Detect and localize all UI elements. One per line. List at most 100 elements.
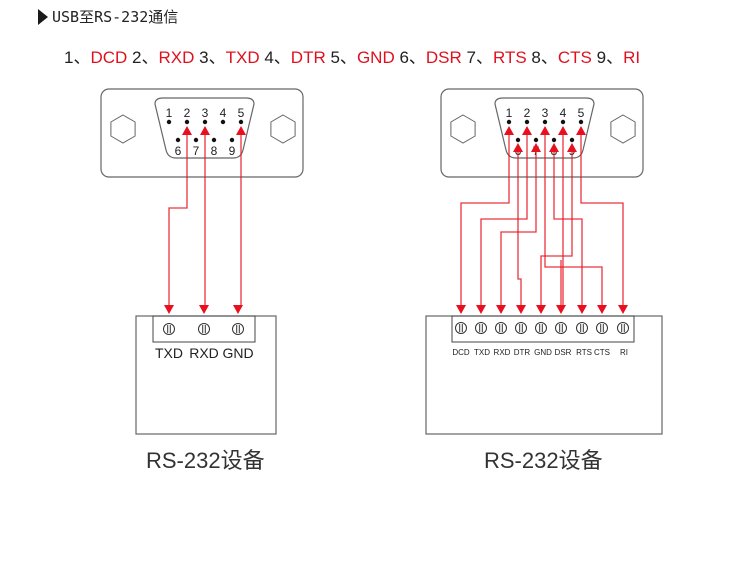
pin-number: 2、 bbox=[132, 48, 159, 67]
right-db9-pin-7 bbox=[533, 137, 539, 143]
left-db9-pin-8 bbox=[211, 137, 217, 143]
right-db9-pin-4 bbox=[560, 119, 566, 125]
right-terminal-label-ri: RI bbox=[620, 348, 628, 357]
right-terminal-screw-rxd bbox=[495, 322, 507, 334]
right-db9-pin-3 bbox=[542, 119, 548, 125]
right-wire-pin6-dtr bbox=[517, 150, 522, 305]
right-arrow-up-pin5 bbox=[576, 126, 586, 135]
heading-text: USB至RS-232通信 bbox=[52, 8, 179, 26]
right-wire-pin1-dcd bbox=[460, 132, 510, 305]
pin-number: 5、 bbox=[330, 48, 357, 67]
right-arrow-up-pin2 bbox=[522, 126, 532, 135]
right-arrow-up-pin8 bbox=[549, 143, 559, 152]
right-wire-pin8-rts bbox=[553, 150, 583, 305]
left-db9-pin-5 bbox=[238, 119, 244, 125]
right-terminal-block bbox=[451, 315, 635, 343]
pin-number: 3、 bbox=[199, 48, 226, 67]
right-terminal-label-txd: TXD bbox=[474, 348, 490, 357]
right-db9-left-screw-icon bbox=[450, 114, 476, 144]
left-db9-pin-label-2: 2 bbox=[184, 106, 191, 120]
section-heading: USB至RS-232通信 bbox=[38, 6, 178, 27]
right-terminal-label-dcd: DCD bbox=[452, 348, 470, 357]
right-terminal-label-rts: RTS bbox=[576, 348, 592, 357]
right-arrow-down-dcd bbox=[456, 305, 466, 314]
left-wire-pin2-txd bbox=[168, 132, 188, 306]
right-db9-pin-6 bbox=[515, 137, 521, 143]
left-arrow-up-pin5 bbox=[236, 126, 246, 135]
right-terminal-label-gnd: GND bbox=[534, 348, 552, 357]
pin-signal: DCD bbox=[90, 48, 133, 67]
right-terminal-label-rxd: RXD bbox=[494, 348, 511, 357]
right-db9-pin-label-3: 3 bbox=[542, 106, 549, 120]
right-terminal-screw-gnd bbox=[535, 322, 547, 334]
left-db9-pin-label-9: 9 bbox=[229, 144, 236, 158]
right-db9-d-sub-face bbox=[494, 97, 595, 159]
left-db9-pin-label-8: 8 bbox=[211, 144, 218, 158]
pin-signal: GND bbox=[356, 48, 400, 67]
right-db9-pin-9 bbox=[569, 137, 575, 143]
right-terminal-screw-dtr bbox=[515, 322, 527, 334]
right-arrow-down-rts bbox=[577, 305, 587, 314]
left-terminal-block bbox=[152, 315, 256, 343]
right-db9-pin-label-4: 4 bbox=[560, 106, 567, 120]
right-arrow-up-pin9 bbox=[567, 143, 577, 152]
right-arrow-down-txd bbox=[476, 305, 486, 314]
left-db9-pin-label-1: 1 bbox=[166, 106, 173, 120]
right-arrow-up-pin7 bbox=[531, 143, 541, 152]
left-db9-pin-6 bbox=[175, 137, 181, 143]
pin-number: 9、 bbox=[596, 48, 624, 67]
right-db9-pin-label-5: 5 bbox=[578, 106, 585, 120]
left-terminal-screw-txd bbox=[163, 323, 175, 335]
pin-signal: TXD bbox=[225, 48, 265, 67]
left-db9-pin-label-6: 6 bbox=[175, 144, 182, 158]
right-device-caption: RS-232设备 bbox=[484, 448, 603, 473]
right-arrow-down-dsr bbox=[556, 305, 566, 314]
right-arrow-down-rxd bbox=[496, 305, 506, 314]
left-arrow-down-rxd bbox=[199, 305, 209, 314]
left-terminal-screw-gnd bbox=[232, 323, 244, 335]
right-terminal-label-dtr: DTR bbox=[514, 348, 531, 357]
right-terminal-label-dsr: DSR bbox=[555, 348, 572, 357]
right-terminal-screw-rts bbox=[576, 322, 588, 334]
right-arrow-up-pin6 bbox=[513, 143, 523, 152]
right-db9-right-screw-icon bbox=[610, 114, 636, 144]
right-arrow-down-cts bbox=[597, 305, 607, 314]
left-arrow-up-pin2 bbox=[182, 126, 192, 135]
left-arrow-down-txd bbox=[164, 305, 174, 314]
right-terminal-label-cts: CTS bbox=[594, 348, 610, 357]
right-db9-pin-1 bbox=[506, 119, 512, 125]
right-db9-pin-label-1: 1 bbox=[506, 106, 513, 120]
pin-number: 8、 bbox=[531, 48, 558, 67]
right-wire-pin2-txd bbox=[480, 132, 528, 305]
pin-signal: DSR bbox=[425, 48, 467, 67]
left-terminal-screw-rxd bbox=[198, 323, 210, 335]
right-terminal-screw-ri bbox=[617, 322, 629, 334]
pin-signal: DTR bbox=[290, 48, 331, 67]
left-db9-pin-7 bbox=[193, 137, 199, 143]
right-arrow-down-dtr bbox=[516, 305, 526, 314]
right-terminal-screw-txd bbox=[475, 322, 487, 334]
left-db9-shell bbox=[100, 88, 304, 178]
right-db9-pin-5 bbox=[578, 119, 584, 125]
right-db9-shell bbox=[440, 88, 644, 178]
triangle-right-icon bbox=[38, 8, 48, 25]
left-db9-pin-label-7: 7 bbox=[193, 144, 200, 158]
right-terminal-screw-cts bbox=[596, 322, 608, 334]
right-db9-pin-8 bbox=[551, 137, 557, 143]
right-db9-pin-2 bbox=[524, 119, 530, 125]
right-db9-pin-label-2: 2 bbox=[524, 106, 531, 120]
right-wire-pin9-gnd bbox=[540, 150, 573, 305]
left-db9-pin-1 bbox=[166, 119, 172, 125]
left-db9-pin-4 bbox=[220, 119, 226, 125]
right-arrow-down-gnd bbox=[536, 305, 546, 314]
right-arrow-up-pin1 bbox=[504, 126, 514, 135]
pin-number: 4、 bbox=[264, 48, 291, 67]
pin-number: 7、 bbox=[466, 48, 493, 67]
left-db9-pin-3 bbox=[202, 119, 208, 125]
left-terminal-label-txd: TXD bbox=[155, 345, 183, 361]
left-terminal-label-gnd: GND bbox=[222, 345, 253, 361]
right-wire-pin5-ri bbox=[580, 132, 624, 305]
pin-signal: RXD bbox=[158, 48, 200, 67]
right-wire-pin3-cts bbox=[544, 132, 603, 305]
